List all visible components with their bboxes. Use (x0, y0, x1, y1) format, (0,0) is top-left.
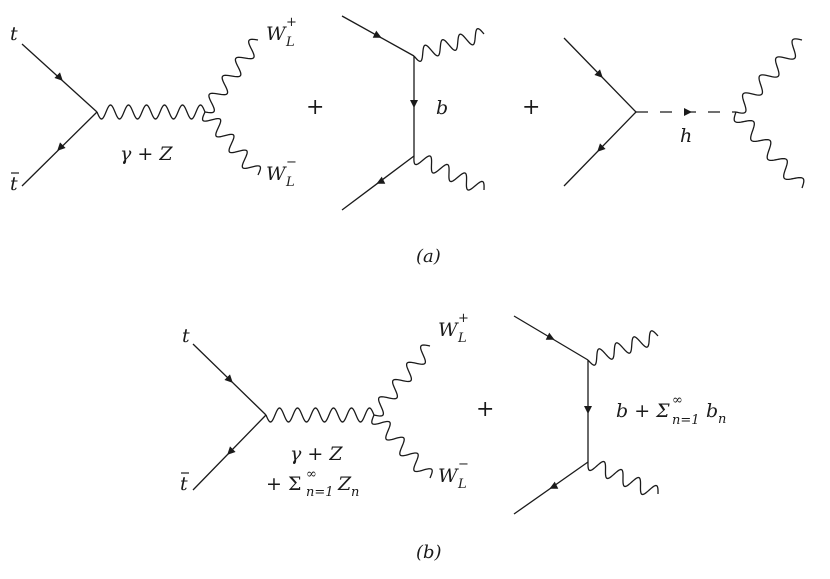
top-quark-label: t (182, 325, 190, 347)
antitop-quark-line (192, 414, 267, 491)
w-plus-label: W L + (266, 15, 297, 50)
top-quark-line (192, 343, 267, 416)
svg-text:b + Σ: b + Σ (616, 400, 670, 422)
svg-text:∞: ∞ (306, 467, 317, 482)
panel-a-caption: (a) (416, 246, 441, 267)
plus-sign-b: + (476, 397, 494, 422)
diagram-b2-t-channel-b-kk: b + Σ n=1 ∞ b n (513, 315, 726, 515)
gauge-propagator-wave (96, 104, 206, 120)
svg-text:Z: Z (337, 473, 352, 495)
b-kk-sum-label: b + Σ n=1 ∞ b n (616, 393, 726, 428)
svg-text:W: W (438, 319, 459, 341)
antitop-quark-line (563, 111, 637, 187)
gauge-kk-propagator-wave (265, 407, 375, 423)
w-plus-label: W L + (438, 311, 469, 346)
svg-text:n=1: n=1 (672, 413, 700, 428)
svg-text:W: W (266, 163, 287, 185)
top-quark-line (563, 37, 637, 113)
svg-text:W: W (266, 23, 287, 45)
svg-text:L: L (285, 175, 295, 190)
top-quark-line (341, 15, 415, 57)
plus-sign-a2: + (522, 95, 540, 120)
svg-text:L: L (457, 331, 467, 346)
svg-text:b: b (706, 400, 718, 422)
svg-text:L: L (457, 477, 467, 492)
w-minus-wave (733, 111, 805, 189)
w-minus-wave (587, 460, 659, 496)
svg-text:−: − (458, 457, 469, 472)
diagram-b1-s-channel-gauge-kk: t t γ + Z + Σ n=1 ∞ Z n W L + W L − (180, 311, 469, 500)
higgs-label: h (680, 125, 692, 147)
diagram-a1-s-channel-gauge: t t γ + Z W L + W L − (10, 15, 297, 195)
panel-b-caption: (b) (416, 542, 442, 563)
w-minus-label: W L − (266, 155, 297, 190)
gauge-mediator-label: γ + Z (120, 143, 173, 165)
plus-sign-a1: + (306, 95, 324, 120)
top-quark-line (513, 315, 589, 361)
diagram-a2-t-channel-b: b (341, 15, 485, 211)
svg-text:∞: ∞ (672, 393, 683, 408)
svg-text:W: W (438, 465, 459, 487)
w-plus-wave (204, 38, 259, 114)
w-plus-wave (587, 330, 659, 366)
antitop-quark-line (21, 111, 98, 187)
svg-text:+: + (458, 311, 469, 326)
kk-sum-label: + Σ n=1 ∞ Z n (266, 467, 359, 500)
antitop-quark-line (513, 461, 589, 515)
w-plus-wave (413, 27, 485, 63)
w-minus-wave (371, 414, 433, 479)
diagram-a3-s-channel-higgs: h (563, 37, 805, 189)
svg-text:n=1: n=1 (306, 485, 334, 500)
svg-text:+ Σ: + Σ (266, 473, 301, 495)
svg-text:n: n (351, 485, 359, 500)
w-minus-wave (413, 155, 485, 191)
antitop-quark-label: t (10, 173, 18, 195)
antitop-quark-label: t (180, 473, 188, 495)
svg-text:+: + (286, 15, 297, 30)
antitop-quark-line (341, 155, 415, 211)
top-quark-line (21, 43, 98, 113)
b-quark-label: b (436, 97, 448, 119)
w-minus-label: W L − (438, 457, 469, 492)
panel-b: t t γ + Z + Σ n=1 ∞ Z n W L + W L − + (180, 311, 726, 563)
svg-text:−: − (286, 155, 297, 170)
svg-text:L: L (285, 35, 295, 50)
gauge-mediator-label: γ + Z (290, 443, 343, 465)
panel-a: t t γ + Z W L + W L − + (10, 15, 805, 267)
w-minus-wave (201, 111, 262, 176)
svg-text:n: n (718, 412, 726, 427)
w-plus-wave (735, 38, 803, 114)
top-quark-label: t (10, 23, 18, 45)
w-plus-wave (373, 344, 431, 417)
